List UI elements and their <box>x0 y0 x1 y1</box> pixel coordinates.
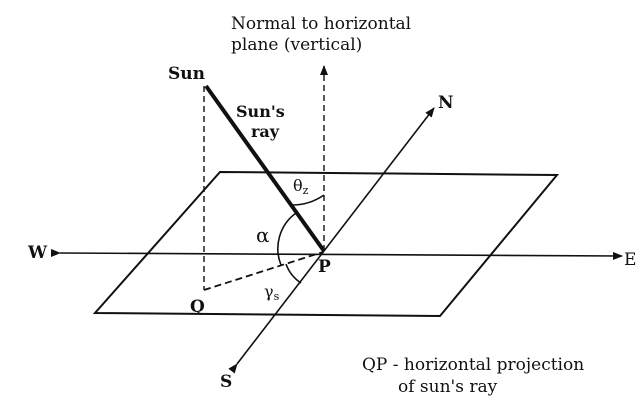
west-label: W <box>27 243 48 263</box>
theta-label: θz <box>293 176 309 197</box>
theta-arc <box>290 194 325 206</box>
qp-caption-line1: QP - horizontal projection <box>362 355 584 375</box>
normal-label-line2: plane (vertical) <box>231 35 362 55</box>
normal-label-line1: Normal to horizontal <box>231 14 411 34</box>
theta-symbol: θ <box>293 176 303 195</box>
gamma-symbol: γ <box>264 282 274 301</box>
gamma-subscript: s <box>274 290 280 303</box>
suns-ray-label-line1: Sun's <box>236 102 285 121</box>
alpha-label: α <box>256 223 270 247</box>
sun-label: Sun <box>168 64 205 84</box>
east-label: E <box>624 250 636 270</box>
gamma-label: γs <box>264 282 280 303</box>
point-p-label: P <box>318 257 331 277</box>
theta-subscript: z <box>303 184 309 197</box>
point-q-label: Q <box>190 297 205 317</box>
suns-ray <box>204 84 326 253</box>
west-east-axis <box>50 248 623 260</box>
gamma-arc <box>285 263 302 284</box>
qp-caption-line2: of sun's ray <box>398 377 498 397</box>
suns-ray-label-line2: ray <box>251 122 280 141</box>
north-label: N <box>438 93 454 113</box>
qp-projection-line <box>203 251 324 291</box>
south-label: S <box>220 372 232 392</box>
horizontal-plane <box>92 170 560 318</box>
alpha-arc <box>277 212 297 266</box>
north-south-axis <box>228 107 435 374</box>
